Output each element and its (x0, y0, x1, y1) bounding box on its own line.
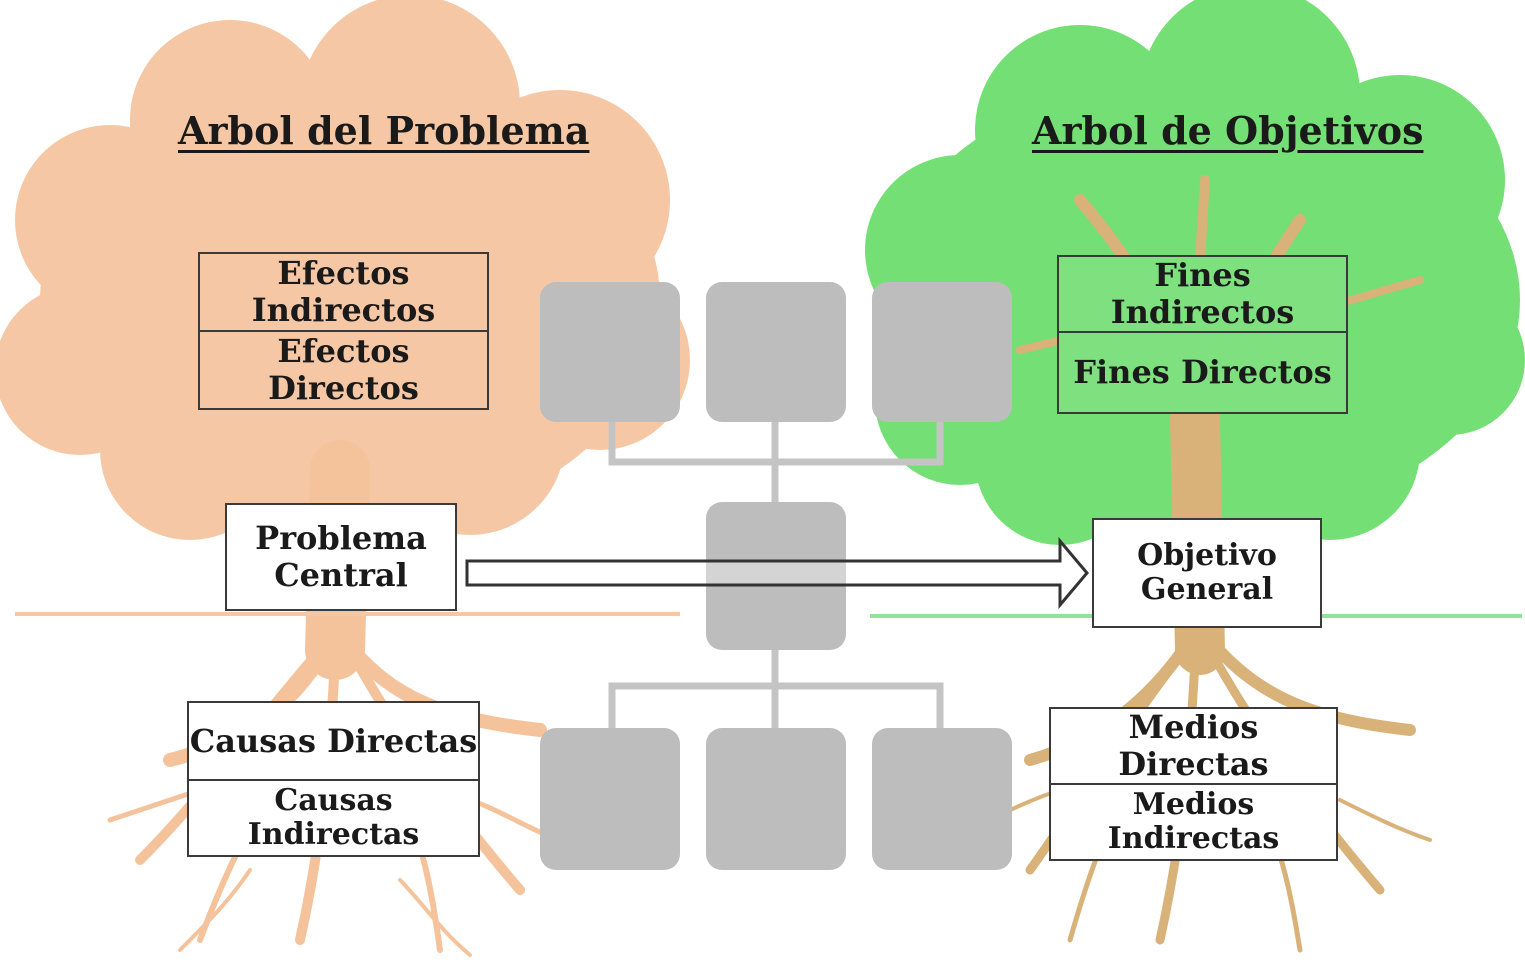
means-direct-box: Medios Directas (1049, 707, 1338, 785)
objective-tree-title: Arbol de Objetivos (1032, 108, 1424, 153)
problem-tree-title: Arbol del Problema (178, 108, 590, 153)
general-objective-line1: Objetivo (1137, 537, 1277, 573)
top-center-block (706, 282, 846, 422)
bottom-left-block (540, 728, 680, 870)
top-right-block (872, 282, 1012, 422)
bottom-right-block (872, 728, 1012, 870)
means-indirect-box: Medios Indirectas (1049, 783, 1338, 861)
hierarchy-blocks (540, 282, 1012, 870)
hierarchy-graphic (540, 282, 1012, 870)
bottom-center-block (706, 728, 846, 870)
center-block (706, 502, 846, 650)
central-problem-line1: Problema (255, 519, 427, 558)
causes-direct-box: Causas Directas (187, 701, 480, 781)
general-objective-box: Objetivo General (1092, 518, 1322, 628)
effects-indirect-box: Efectos Indirectos (198, 252, 489, 332)
top-left-block (540, 282, 680, 422)
transformation-arrow (465, 536, 1089, 610)
effects-direct-box: Efectos Directos (198, 330, 489, 410)
causes-indirect-box: Causas Indirectas (187, 779, 480, 857)
central-problem-box: Problema Central (225, 503, 457, 611)
ends-direct-box: Fines Directos (1057, 331, 1348, 414)
ends-indirect-box: Fines Indirectos (1057, 255, 1348, 333)
general-objective-line2: General (1140, 572, 1274, 607)
central-problem-line2: Central (274, 556, 408, 594)
